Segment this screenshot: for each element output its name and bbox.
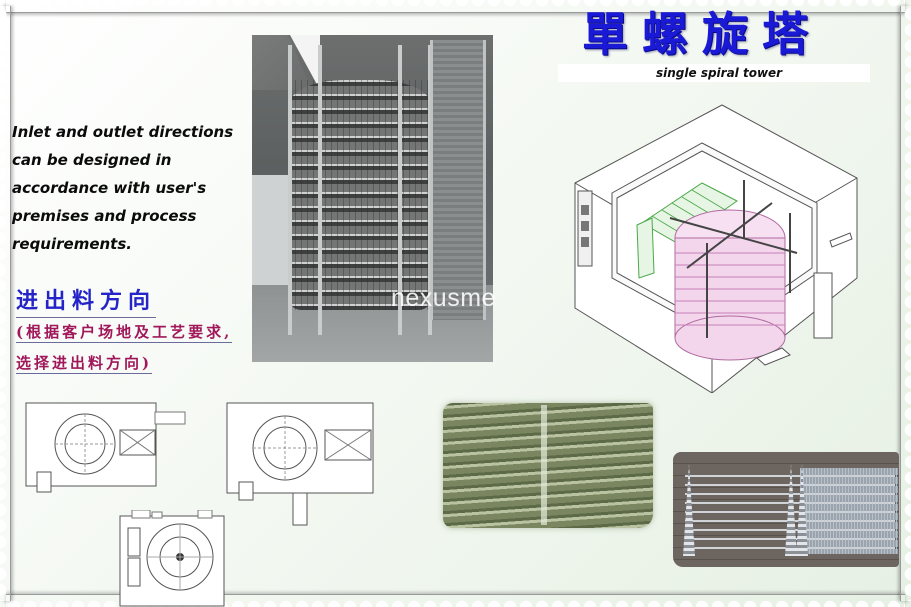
stamp-border-left xyxy=(0,6,11,601)
description-line: premises and process xyxy=(12,207,197,225)
inout-direction-note-1: (根据客户场地及工艺要求, xyxy=(16,323,233,343)
tower-photo xyxy=(252,35,493,362)
plan-drawing-1 xyxy=(25,402,186,493)
belt-photo-green xyxy=(443,403,653,528)
belt-photo-green-seam xyxy=(541,405,547,525)
description-line: requirements. xyxy=(12,235,132,253)
inout-direction-note-2: 选择进出料方向) xyxy=(16,354,153,374)
plan-drawing-3 xyxy=(119,510,225,607)
isometric-tower-drawing xyxy=(574,104,858,393)
description-line: Inlet and outlet directions xyxy=(12,123,234,141)
plan-drawing-2 xyxy=(226,402,374,526)
belt-mesh xyxy=(800,468,898,554)
description-line: can be designed in xyxy=(12,151,172,169)
description-text: Inlet and outlet directions can be desig… xyxy=(12,118,242,258)
title-chinese: 單螺旋塔 xyxy=(582,7,822,61)
title-band xyxy=(558,64,870,82)
stamp-border-right xyxy=(900,6,911,601)
inout-direction-heading: 进出料方向 xyxy=(16,283,157,318)
description-line: accordance with user's xyxy=(12,179,207,197)
watermark-text: nexusme xyxy=(391,284,496,312)
title-english: single spiral tower xyxy=(656,66,783,80)
